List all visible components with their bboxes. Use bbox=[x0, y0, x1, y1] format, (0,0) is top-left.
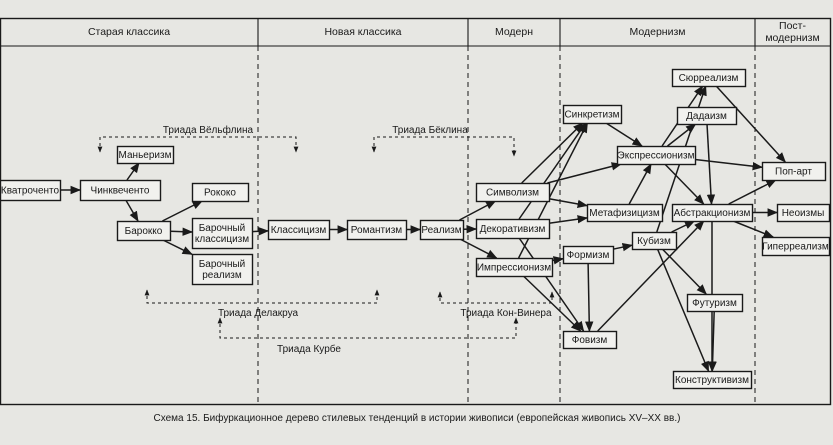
node-label-manierizm: Маньеризм bbox=[119, 150, 172, 161]
node-label-kvatrochento: Кватроченто bbox=[1, 186, 60, 197]
triad-kon_viner: Триада Кон-Винера bbox=[440, 292, 552, 319]
period-label-modernism: Модернизм bbox=[630, 26, 686, 38]
node-romantizm: Романтизм bbox=[348, 221, 407, 240]
node-giperrealizm: Гиперреализм bbox=[762, 238, 829, 256]
node-sinkretizm: Синкретизм bbox=[564, 106, 622, 124]
node-kubizm: Кубизм bbox=[633, 233, 677, 250]
node-label-romantizm: Романтизм bbox=[351, 225, 403, 236]
node-label-kubizm: Кубизм bbox=[637, 235, 671, 247]
edge-realizm-to-simvolizm bbox=[460, 201, 496, 220]
edge-dekorativizm-to-sinkretizm bbox=[519, 123, 586, 219]
edge-sinkretizm-to-ekspressionizm bbox=[606, 123, 642, 146]
node-barokko: Барокко bbox=[118, 222, 171, 241]
node-label-klassicizm: Классицизм bbox=[271, 225, 327, 236]
node-label-rokoko: Рококо bbox=[204, 188, 236, 199]
edge-metafizicizm-to-ekspressionizm bbox=[629, 164, 651, 204]
edge-simvolizm-to-metafizicizm bbox=[549, 199, 587, 206]
edge-chinkvechento-to-barokko bbox=[126, 200, 138, 221]
edge-abstrakcionizm-to-giperrealizm bbox=[733, 221, 773, 237]
edge-dekorativizm-to-metafizicizm bbox=[549, 218, 587, 223]
node-label-pop_art: Поп-арт bbox=[775, 167, 812, 178]
node-label-simvolizm: Символизм bbox=[486, 188, 539, 199]
node-label-chinkvechento: Чинквеченто bbox=[91, 186, 150, 197]
triad-label-kon_viner: Триада Кон-Винера bbox=[460, 308, 552, 319]
node-label-abstrakcionizm: Абстракционизм bbox=[674, 207, 751, 219]
node-label-fovizm: Фовизм bbox=[572, 335, 608, 346]
node-fovizm: Фовизм bbox=[564, 332, 617, 349]
period-label-old: Старая классика bbox=[88, 26, 170, 38]
node-label-konstruktivizm: Конструктивизм bbox=[675, 375, 749, 386]
edge-abstrakcionizm-to-pop_art bbox=[729, 180, 776, 204]
edge-ekspressionizm-to-abstrakcionizm bbox=[665, 164, 704, 204]
node-chinkvechento: Чинквеченто bbox=[81, 181, 161, 201]
edge-formizm-to-kubizm bbox=[613, 245, 632, 249]
node-label-dadaizm: Дадаизм bbox=[686, 111, 727, 122]
node-rokoko: Рококо bbox=[193, 184, 249, 202]
triad-label-wolfflin: Триада Вёльфлина bbox=[163, 124, 254, 136]
period-label-modern: Модерн bbox=[495, 26, 533, 38]
node-label-dekorativizm: Декоративизм bbox=[480, 224, 546, 235]
node-neosizmy: Неоизмы bbox=[778, 205, 830, 222]
node-label-barokko: Барокко bbox=[125, 226, 163, 237]
triad-boecklin: Триада Бёклина bbox=[374, 125, 514, 156]
period-label-new: Новая классика bbox=[324, 26, 401, 38]
edge-realizm-to-impressionizm bbox=[460, 239, 497, 258]
node-syurrealizm: Сюрреализм bbox=[673, 70, 746, 87]
node-formizm: Формизм bbox=[564, 247, 614, 264]
node-abstrakcionizm: Абстракционизм bbox=[673, 205, 753, 222]
node-simvolizm: Символизм bbox=[477, 184, 550, 202]
edge-formizm-to-fovizm bbox=[588, 263, 589, 331]
node-label-formizm: Формизм bbox=[567, 250, 610, 261]
node-label-metafizicizm: Метафизицизм bbox=[589, 207, 660, 219]
triad-bracket-boecklin bbox=[374, 137, 514, 156]
node-futurizm: Футуризм bbox=[688, 295, 743, 312]
node-impressionizm: Импрессионизм bbox=[477, 259, 553, 277]
triad-bracket-delacroix bbox=[147, 290, 377, 303]
edge-kubizm-to-futurizm bbox=[662, 249, 706, 294]
triad-label-delacroix: Триада Делакруа bbox=[218, 308, 299, 319]
node-ekspressionizm: Экспрессионизм bbox=[618, 147, 696, 165]
node-konstruktivizm: Конструктивизм bbox=[674, 372, 752, 389]
edge-barokko-to-bar_klass bbox=[170, 231, 192, 232]
edge-kubizm-to-abstrakcionizm bbox=[672, 221, 695, 232]
node-klassicizm: Классицизм bbox=[269, 221, 330, 240]
edge-barokko-to-bar_real bbox=[163, 240, 192, 254]
node-dadaizm: Дадаизм bbox=[678, 108, 737, 125]
node-label-impressionizm: Импрессионизм bbox=[477, 263, 551, 274]
edge-simvolizm-to-sinkretizm bbox=[522, 123, 583, 183]
edge-dadaizm-to-abstrakcionizm bbox=[707, 124, 712, 204]
node-metafizicizm: Метафизицизм bbox=[588, 205, 663, 222]
triad-bracket-courbet bbox=[220, 318, 516, 338]
node-label-realizm: Реализм bbox=[421, 225, 461, 236]
node-pop_art: Поп-арт bbox=[763, 163, 826, 181]
node-label-giperrealizm: Гиперреализм bbox=[762, 242, 829, 253]
node-label-syurrealizm: Сюрреализм bbox=[679, 73, 739, 84]
node-label-futurizm: Футуризм bbox=[692, 298, 737, 309]
edge-chinkvechento-to-manierizm bbox=[127, 163, 139, 180]
figure-caption: Схема 15. Бифуркационное дерево стилевых… bbox=[154, 412, 681, 424]
edge-bar_klass-to-klassicizm bbox=[252, 231, 268, 232]
node-manierizm: Маньеризм bbox=[118, 147, 174, 164]
node-label-neosizmy: Неоизмы bbox=[782, 208, 825, 219]
triad-label-courbet: Триада Курбе bbox=[277, 343, 341, 355]
node-dekorativizm: Декоративизм bbox=[477, 220, 550, 239]
triad-label-boecklin: Триада Бёклина bbox=[392, 125, 468, 136]
period-label-post: Пост-модернизм bbox=[765, 20, 819, 44]
node-label-ekspressionizm: Экспрессионизм bbox=[618, 151, 695, 162]
triad-delacroix: Триада Делакруа bbox=[147, 290, 377, 319]
node-label-sinkretizm: Синкретизм bbox=[564, 110, 619, 121]
edge-ekspressionizm-to-pop_art bbox=[695, 160, 762, 168]
triad-courbet: Триада Курбе bbox=[220, 318, 516, 355]
triad-bracket-kon_viner bbox=[440, 292, 552, 303]
edge-impressionizm-to-formizm bbox=[552, 259, 563, 261]
node-realizm: Реализм bbox=[421, 221, 464, 240]
node-kvatrochento: Кватроченто bbox=[1, 181, 61, 201]
